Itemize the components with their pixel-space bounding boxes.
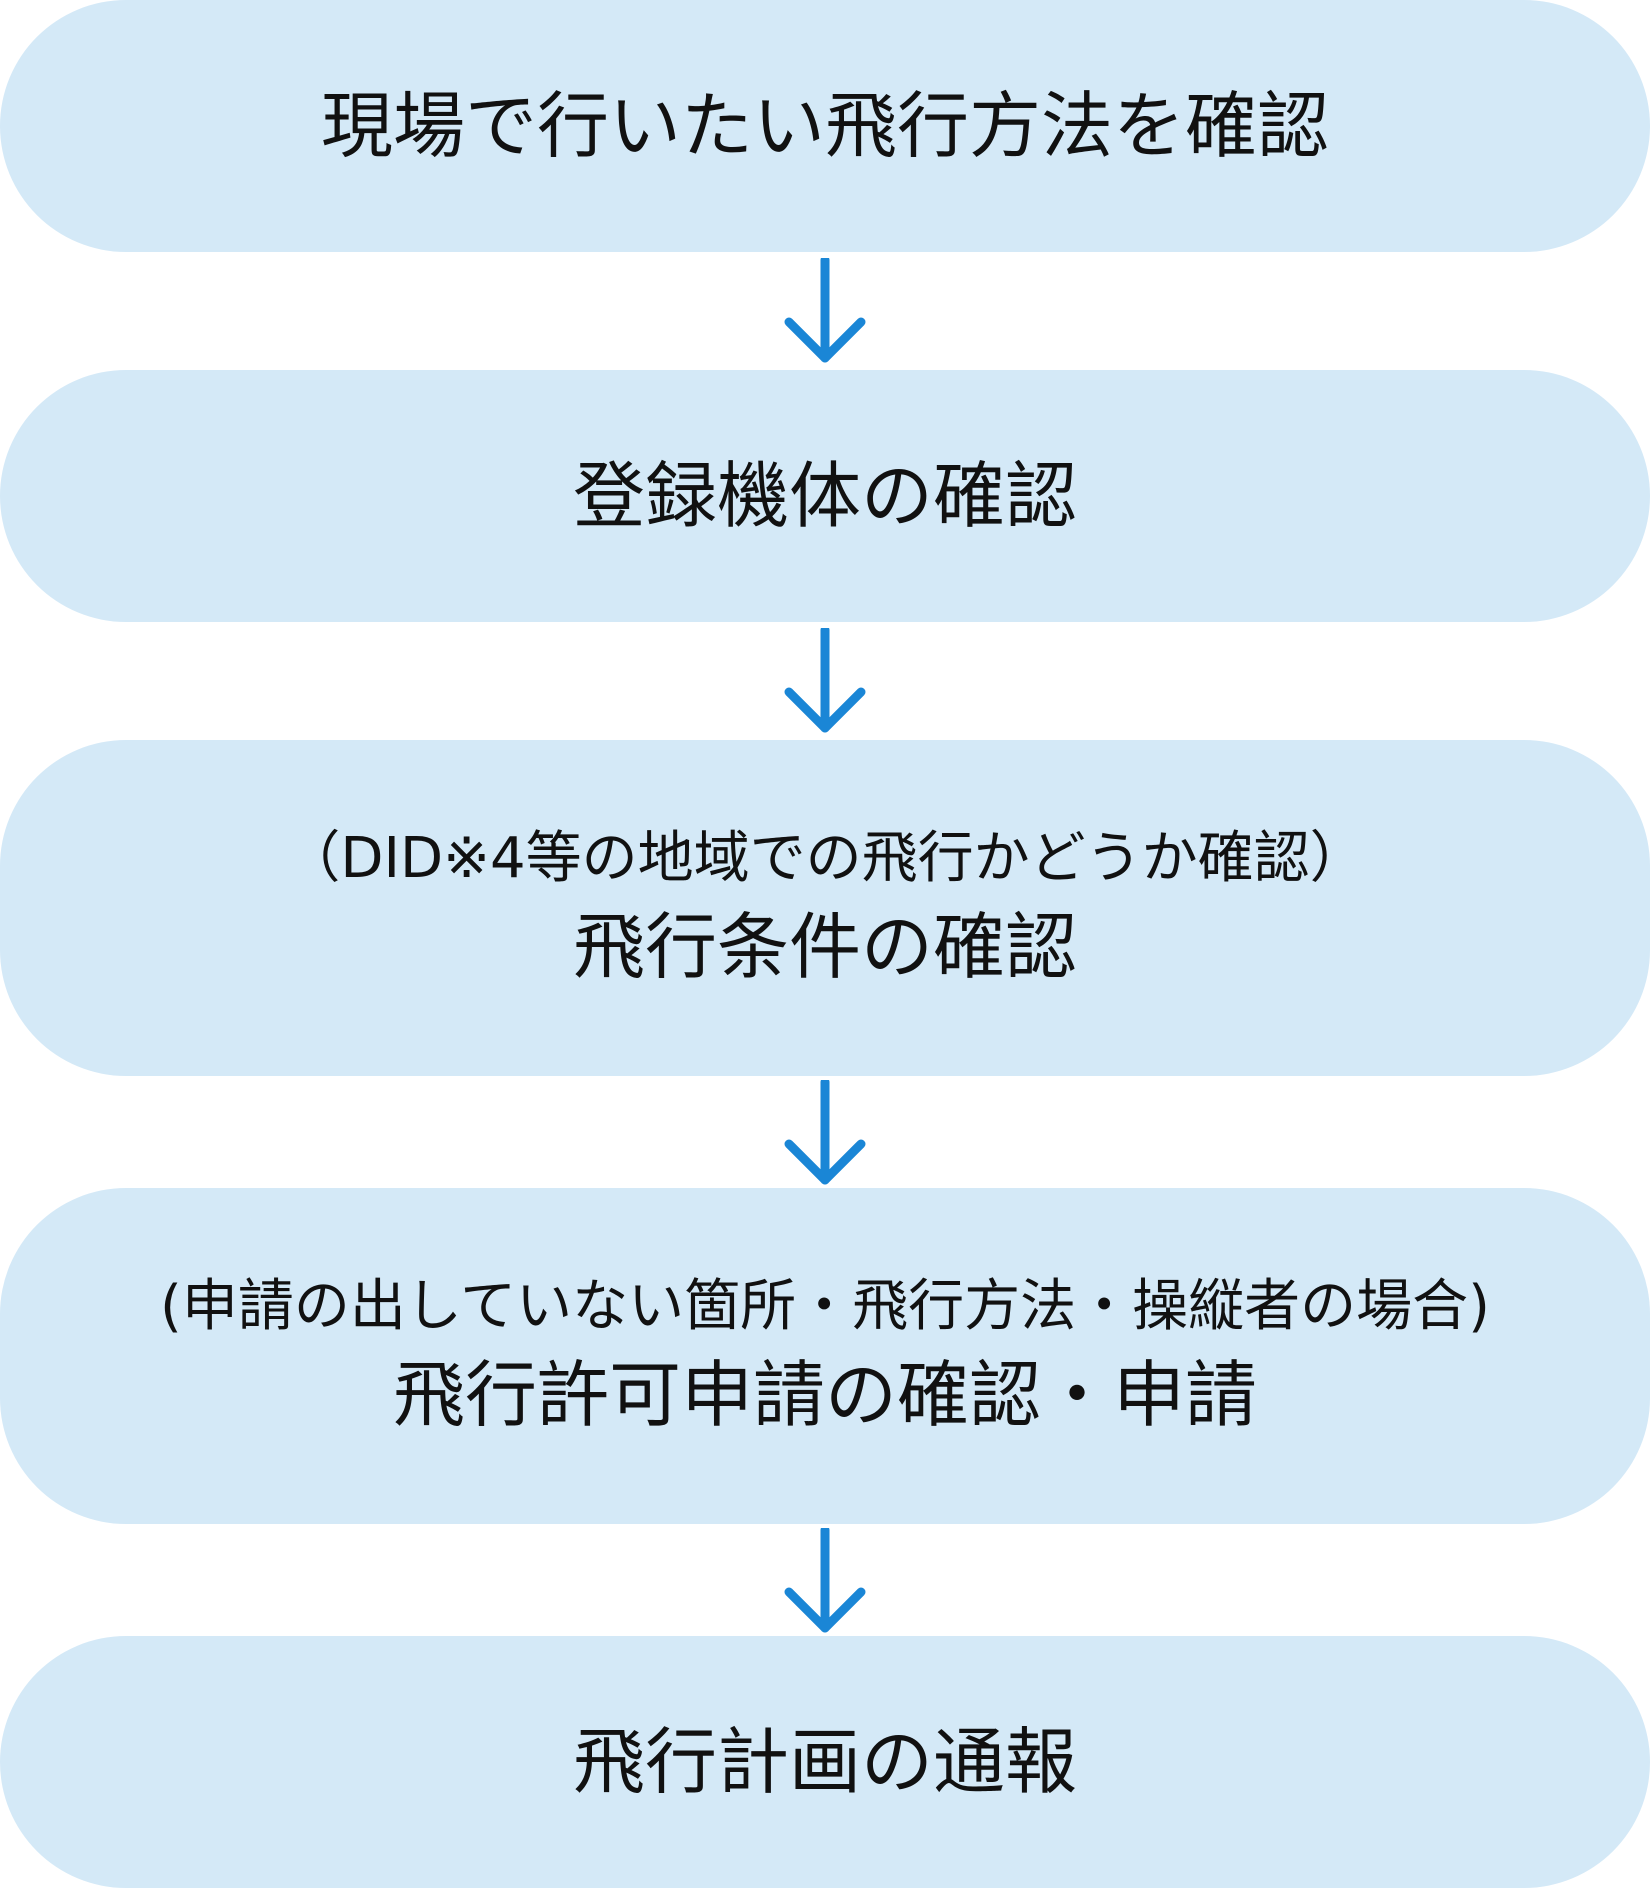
flow-step-confirm-registered-aircraft: 登録機体の確認 xyxy=(0,370,1650,622)
arrow-down-icon xyxy=(784,1528,866,1633)
flow-step-flight-permit-application: (申請の出していない箇所・飛行方法・操縦者の場合) 飛行許可申請の確認・申請 xyxy=(0,1188,1650,1524)
step-title: 飛行許可申請の確認・申請 xyxy=(392,1353,1257,1437)
step-title: 現場で行いたい飛行方法を確認 xyxy=(320,84,1329,168)
flow-step-confirm-flight-conditions: （DID※4等の地域での飛行かどうか確認） 飛行条件の確認 xyxy=(0,740,1650,1076)
step-title: 登録機体の確認 xyxy=(572,454,1077,538)
step-title: 飛行計画の通報 xyxy=(572,1720,1077,1804)
step-title: 飛行条件の確認 xyxy=(572,905,1077,989)
flow-step-confirm-flight-method: 現場で行いたい飛行方法を確認 xyxy=(0,0,1650,252)
arrow-down-icon xyxy=(784,1080,866,1185)
arrow-down-icon xyxy=(784,628,866,733)
arrow-down-icon xyxy=(784,258,866,363)
step-note: （DID※4等の地域での飛行かどうか確認） xyxy=(284,826,1366,891)
step-note: (申請の出していない箇所・飛行方法・操縦者の場合) xyxy=(159,1274,1490,1339)
flow-step-flight-plan-notification: 飛行計画の通報 xyxy=(0,1636,1650,1888)
